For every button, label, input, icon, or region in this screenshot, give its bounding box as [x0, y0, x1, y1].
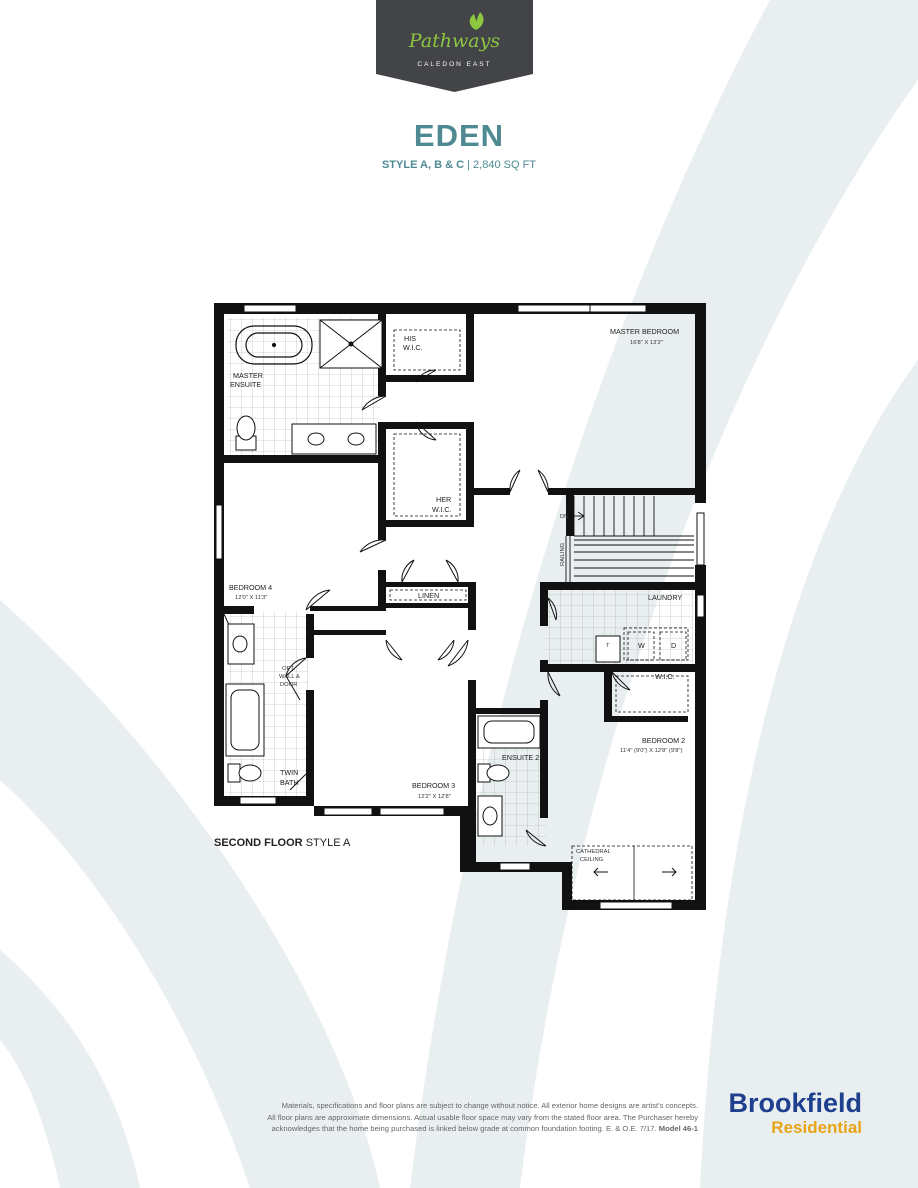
label-her-wic-1: HER	[436, 495, 451, 504]
label-twin-bath-1: TWIN	[280, 768, 298, 777]
label-bedroom2: BEDROOM 2	[642, 736, 685, 745]
twin-bath-toilet	[227, 763, 262, 783]
floor-caption: SECOND FLOOR STYLE A	[214, 837, 350, 849]
label-master-bedroom-dim: 16'8" X 13'2"	[630, 340, 663, 346]
subtitle-separator: |	[467, 159, 470, 171]
label-dn: DN	[560, 514, 568, 520]
style-label: STYLE A	[305, 837, 351, 849]
cathedral-arrows	[593, 867, 677, 877]
label-cathedral-1: CATHEDRAL	[576, 849, 611, 855]
label-master-ensuite-1: MASTER	[233, 371, 263, 380]
label-master-bedroom: MASTER BEDROOM	[610, 327, 679, 336]
label-twin-bath-2: BATH	[280, 778, 299, 787]
disclaimer-line-3: acknowledges that the home being purchas…	[271, 1124, 657, 1133]
windows	[215, 304, 705, 910]
builder-logo-primary: Brookfield	[728, 1088, 862, 1118]
disclaimer-line-1: Materials, specifications and floor plan…	[281, 1101, 698, 1110]
label-his-wic-1: HIS	[404, 334, 416, 343]
label-linen: LINEN	[418, 591, 439, 600]
label-bedroom4: BEDROOM 4	[229, 583, 272, 592]
label-bedroom3-dim: 12'2" X 12'8"	[418, 794, 451, 800]
floor-label: SECOND FLOOR	[214, 837, 303, 849]
double-vanity	[291, 423, 377, 455]
label-wic: W.I.C.	[655, 672, 675, 681]
builder-logo-secondary: Residential	[771, 1118, 862, 1137]
leaf-icon	[469, 12, 484, 30]
interior-walls	[224, 314, 696, 818]
twin-bath-tub	[225, 683, 265, 757]
freestanding-tub	[235, 325, 313, 365]
disclaimer: Materials, specifications and floor plan…	[120, 1100, 698, 1135]
label-cathedral-2: CEILING	[580, 857, 604, 863]
disclaimer-line-3-wrap: acknowledges that the home being purchas…	[120, 1123, 698, 1135]
logo-badge	[376, 0, 533, 92]
label-her-wic-2: W.I.C.	[432, 505, 452, 514]
washer-dryer	[627, 631, 687, 661]
label-washer: W	[638, 641, 645, 650]
label-bedroom4-dim: 12'0" X 11'3"	[235, 595, 267, 601]
model-subtitle: STYLE A, B & C | 2,840 SQ FT	[0, 159, 918, 171]
model-styles: STYLE A, B & C	[381, 159, 465, 171]
label-bedroom3: BEDROOM 3	[412, 781, 455, 790]
cathedral-ceiling-outline	[571, 845, 693, 901]
label-his-wic-2: W.I.C.	[403, 343, 423, 352]
ensuite-toilet	[235, 415, 257, 451]
label-dryer: D	[671, 641, 676, 650]
logo-location: CALEDON EAST	[417, 61, 492, 68]
label-opt-3: DOOR	[280, 682, 297, 688]
doors	[223, 369, 631, 847]
model-area: 2,840 SQ FT	[473, 159, 537, 171]
label-opt-1: OPT.	[282, 666, 295, 672]
laundry-tub	[595, 635, 621, 663]
closet-shelving	[389, 329, 689, 713]
label-tub: T	[606, 643, 610, 649]
label-opt-2: WALL &	[279, 674, 300, 680]
model-title: EDEN	[413, 118, 505, 153]
ensuite2-tub	[477, 715, 541, 749]
twin-bath-vanity	[227, 623, 255, 665]
shower-stall	[319, 319, 383, 369]
label-bedroom2-dim: 11'4" (9'0") X 12'8" (9'8")	[620, 748, 683, 754]
logo-name: Pathways	[408, 30, 501, 52]
stairs	[565, 496, 694, 582]
label-laundry: LAUNDRY	[648, 593, 682, 602]
model-number: Model 46-1	[658, 1124, 698, 1133]
label-master-ensuite-2: ENSUITE	[230, 380, 261, 389]
label-ensuite2: ENSUITE 2	[502, 753, 539, 762]
ensuite2-vanity	[477, 795, 503, 837]
disclaimer-line-2: All floor plans are approximate dimensio…	[267, 1112, 698, 1122]
label-railing: RAILING	[560, 542, 566, 566]
ensuite2-toilet	[477, 763, 510, 783]
